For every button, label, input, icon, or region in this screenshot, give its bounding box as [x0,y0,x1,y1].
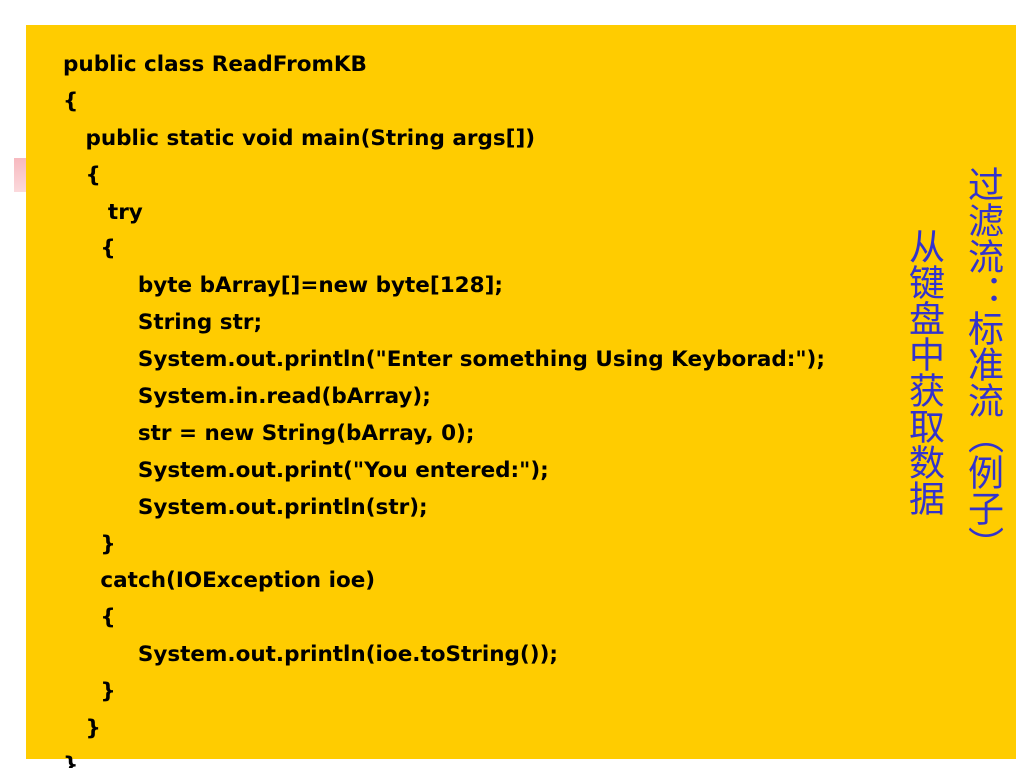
code-line-12: System.out.print("You entered:"); [63,457,549,483]
code-line-1: public class ReadFromKB [63,52,367,77]
code-line-8: String str; [63,310,263,336]
code-line-15: catch(IOException ioe) [63,568,376,594]
code-block: public class ReadFromKB { public static v… [63,47,825,768]
code-line-11: str = new String(bArray, 0); [63,420,475,446]
code-line-10: System.in.read(bArray); [63,384,431,410]
code-line-5: try [63,199,143,225]
code-line-14: } [63,531,116,557]
code-line-3: public static void main(String args[]) [63,125,536,151]
code-line-18: } [63,679,116,705]
code-line-17: System.out.println(ioe.toString()); [63,642,558,668]
code-line-6: { [63,236,116,262]
slide-title: 过滤流：标准流（例子） [962,166,1003,562]
slide-subtitle: 从键盘中获取数据 [903,228,944,516]
code-line-4: { [63,162,101,188]
code-line-7: byte bArray[]=new byte[128]; [63,273,503,299]
code-line-2: { [63,88,79,114]
code-line-20: } [63,752,79,768]
code-line-9: System.out.println("Enter something Usin… [63,347,825,373]
code-panel: public class ReadFromKB { public static v… [26,25,1016,768]
code-line-19: } [63,716,101,742]
code-line-13: System.out.println(str); [63,494,428,520]
code-line-16: { [63,605,116,631]
